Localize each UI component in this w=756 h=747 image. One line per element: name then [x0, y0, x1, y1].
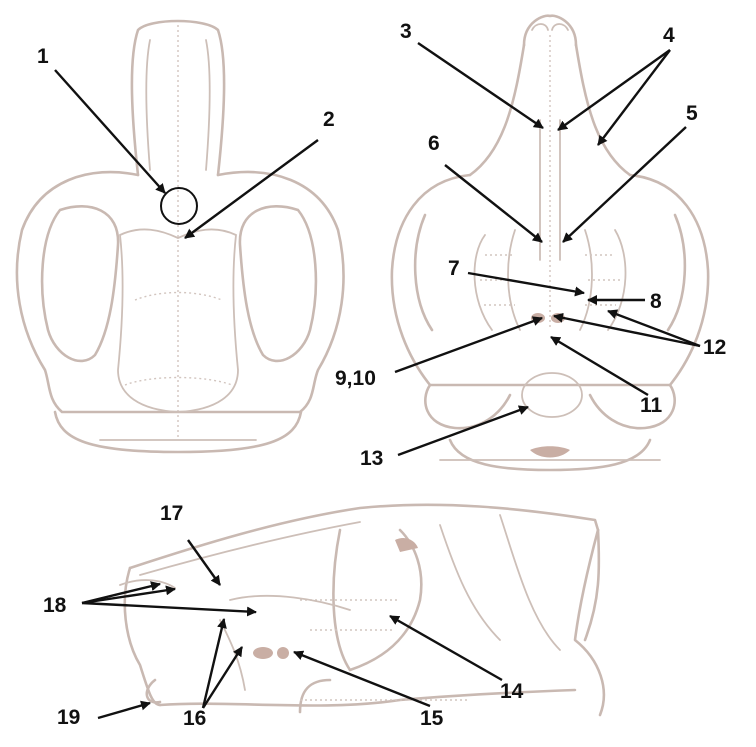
- arrow-13: [398, 407, 528, 455]
- label-8: 8: [650, 290, 662, 313]
- arrow-15: [294, 652, 430, 706]
- arrow-5: [563, 127, 686, 242]
- arrow-12b: [554, 316, 700, 346]
- arrow-2: [185, 140, 318, 238]
- label-16: 16: [183, 707, 206, 730]
- arrow-4a: [558, 50, 670, 130]
- dorsal-skull-view: [17, 21, 344, 452]
- arrow-18c: [82, 603, 256, 612]
- label-17: 17: [160, 502, 183, 525]
- label-15: 15: [420, 707, 444, 730]
- labels: 1 2 3 4 5 6 7 8 9,10 11 12 13 14 15 16 1…: [37, 20, 726, 730]
- label-1: 1: [37, 45, 49, 68]
- label-4: 4: [663, 24, 675, 47]
- label-12: 12: [703, 336, 726, 359]
- label-11: 11: [640, 394, 663, 417]
- label-2: 2: [323, 108, 335, 131]
- label-6: 6: [428, 132, 440, 155]
- arrow-3: [418, 43, 543, 128]
- arrow-1: [55, 70, 165, 193]
- pineal-region-circle: [161, 188, 197, 224]
- label-7: 7: [448, 257, 460, 280]
- arrow-16a: [203, 619, 224, 708]
- arrow-12a: [608, 311, 700, 346]
- arrow-17: [188, 540, 220, 585]
- label-3: 3: [400, 20, 412, 43]
- arrow-7: [468, 273, 584, 293]
- arrow-14: [390, 616, 502, 680]
- arrow-9-10: [395, 318, 542, 372]
- label-18: 18: [43, 594, 67, 617]
- label-9-10: 9,10: [335, 367, 376, 390]
- arrow-6: [445, 165, 542, 242]
- label-13: 13: [360, 447, 383, 470]
- arrow-4b: [598, 50, 670, 145]
- arrow-19: [98, 703, 150, 718]
- label-14: 14: [500, 680, 524, 703]
- arrow-16b: [203, 647, 242, 708]
- label-19: 19: [57, 706, 80, 729]
- label-5: 5: [686, 102, 698, 125]
